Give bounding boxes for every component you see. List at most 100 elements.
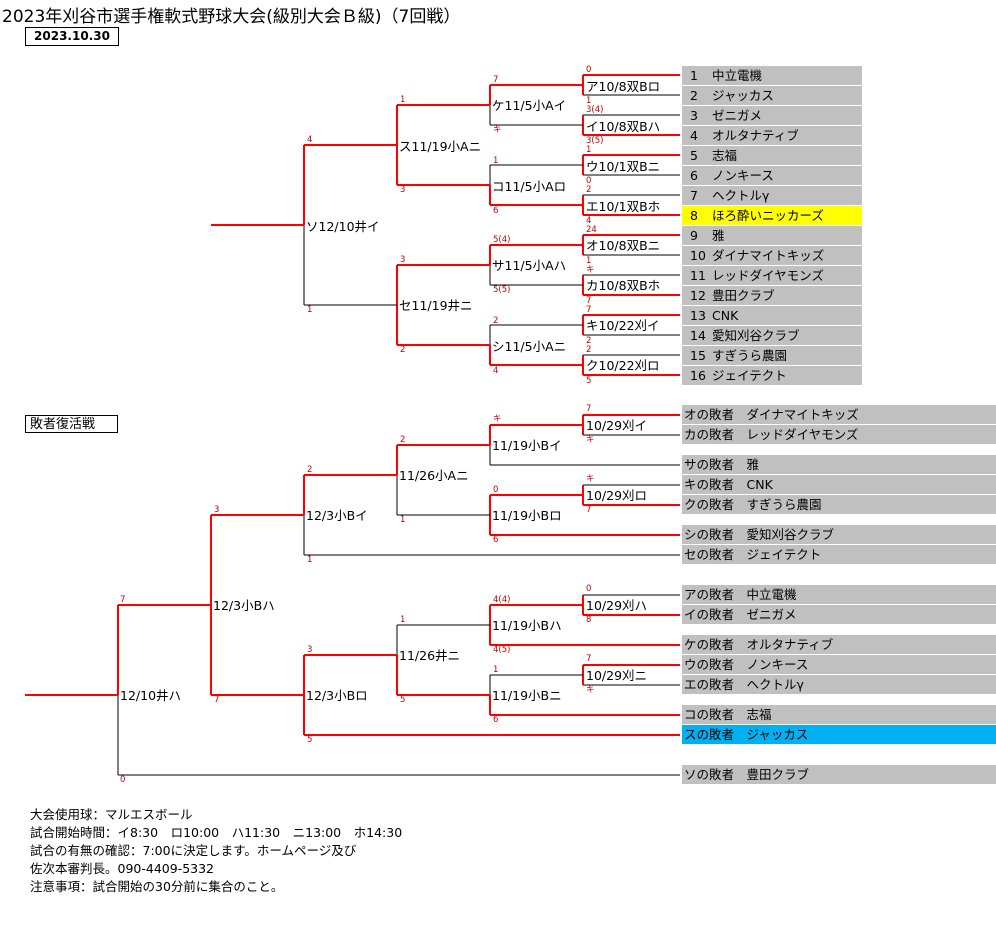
game-label: 10/29刈イ	[586, 418, 648, 433]
score: キ	[586, 685, 595, 695]
game-label: 10/29刈ロ	[586, 488, 648, 503]
score: 7	[586, 404, 592, 414]
score: 2	[400, 345, 406, 355]
loser-row[interactable]: アの敗者 中立電機	[682, 585, 996, 604]
page-title: 2023年刈谷市選手権軟式野球大会(級別大会Ｂ級)（7回戦）	[2, 7, 461, 27]
loser-row[interactable]: エの敗者 ヘクトルγ	[682, 675, 996, 694]
score: 1	[586, 145, 592, 155]
game-label: 12/3小Bイ	[306, 508, 368, 523]
game-label: 12/3小Bロ	[306, 688, 368, 703]
score: 4	[586, 216, 592, 226]
score: 4(4)	[493, 595, 511, 605]
score: 2	[586, 336, 592, 346]
loser-row[interactable]: ウの敗者 ノンキース	[682, 655, 996, 674]
score: 24	[586, 225, 597, 235]
note-line: 注意事項：試合開始の30分前に集合のこと。	[30, 879, 284, 894]
score: 7	[120, 595, 126, 605]
score: 7	[586, 505, 592, 515]
game-label: 11/26小Aニ	[399, 468, 469, 483]
score: 0	[586, 584, 592, 594]
game-label: サ11/5小Aハ	[492, 258, 567, 273]
score: キ	[586, 474, 595, 484]
score: 4	[307, 135, 313, 145]
game-label: 11/19小Bニ	[492, 688, 562, 703]
score: 1	[307, 555, 313, 565]
loser-row[interactable]: セの敗者 ジェイテクト	[682, 545, 996, 564]
loser-row[interactable]: キの敗者 CNK	[682, 475, 996, 494]
score: 3(4)	[586, 105, 604, 115]
loser-row[interactable]: サの敗者 雅	[682, 455, 996, 474]
score: 0	[586, 176, 592, 186]
game-label: 11/19小Bハ	[492, 618, 562, 633]
loser-row[interactable]: シの敗者 愛知刈谷クラブ	[682, 525, 996, 544]
game-label: イ10/8双Bハ	[586, 119, 661, 134]
game-label: オ10/8双Bニ	[586, 238, 661, 253]
score: 7	[214, 695, 220, 705]
game-label: 11/26井ニ	[399, 648, 461, 663]
loser-row[interactable]: クの敗者 すぎうら農園	[682, 495, 996, 514]
loser-row[interactable]: ソの敗者 豊田クラブ	[682, 765, 996, 784]
score: 5(5)	[493, 285, 511, 295]
score: 6	[493, 715, 499, 725]
score: 1	[493, 665, 499, 675]
score: 6	[493, 206, 499, 216]
score: 3	[400, 255, 406, 265]
game-label: ウ10/1双Bニ	[586, 159, 661, 174]
score: 5	[400, 695, 406, 705]
score: 2	[493, 316, 499, 326]
loser-row[interactable]: コの敗者 志福	[682, 705, 996, 724]
game-label: 10/29刈ハ	[586, 598, 648, 613]
score: キ	[493, 125, 502, 135]
score: 1	[493, 156, 499, 166]
game-label: 12/3小Bハ	[213, 598, 275, 613]
score: 0	[120, 775, 126, 785]
game-label: セ11/19井ニ	[399, 298, 473, 313]
score: 0	[493, 485, 499, 495]
score: 5	[307, 735, 313, 745]
score: 3(5)	[586, 136, 604, 146]
game-label: ケ11/5小Aイ	[492, 98, 567, 113]
score: 1	[586, 96, 592, 106]
score: 1	[400, 615, 406, 625]
score: 4	[493, 366, 499, 376]
score: 4(5)	[493, 645, 511, 655]
game-label: ス11/19小Aニ	[399, 139, 482, 154]
note-line: 試合の有無の確認：7:00に決定します。ホームページ及び	[30, 843, 357, 858]
score: 7	[586, 296, 592, 306]
score: 0	[586, 65, 592, 75]
game-label: 10/29刈ニ	[586, 668, 648, 683]
score: 7	[493, 75, 499, 85]
score: 7	[586, 654, 592, 664]
note-line: 試合開始時間：イ8:30 ロ10:00 ハ11:30 ニ13:00 ホ14:30	[30, 825, 403, 840]
score: 1	[400, 515, 406, 525]
notes: 大会使用球：マルエスボール 試合開始時間：イ8:30 ロ10:00 ハ11:30…	[30, 806, 402, 896]
loser-row[interactable]: ケの敗者 オルタナティブ	[682, 635, 996, 654]
score: 6	[493, 535, 499, 545]
game-label: キ10/22刈イ	[586, 318, 660, 333]
game-label: 11/19小Bロ	[492, 508, 562, 523]
game-label: 12/10井ハ	[120, 688, 182, 703]
loser-row[interactable]: イの敗者 ゼニガメ	[682, 605, 996, 624]
score: 2	[400, 435, 406, 445]
loser-row-highlighted[interactable]: スの敗者 ジャッカス	[682, 725, 996, 744]
score: キ	[586, 265, 595, 275]
loser-row[interactable]: オの敗者 ダイナマイトキッズ	[682, 405, 996, 424]
loser-row[interactable]: カの敗者 レッドダイヤモンズ	[682, 425, 996, 444]
score: キ	[493, 414, 502, 424]
